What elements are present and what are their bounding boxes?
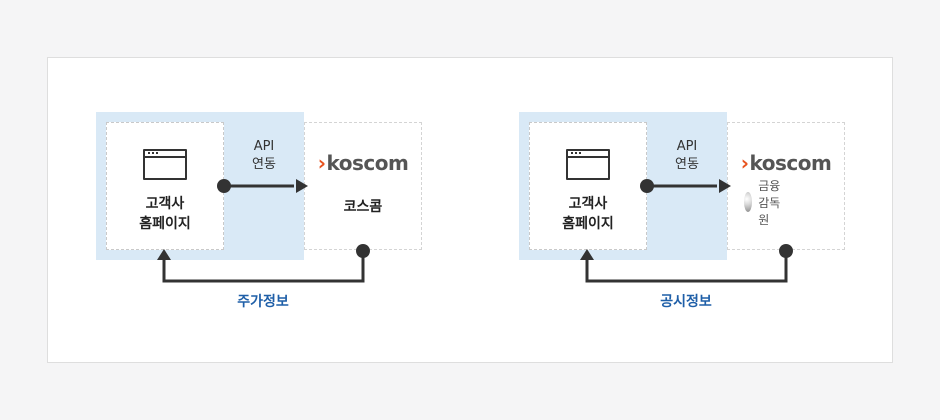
api-arrowhead bbox=[719, 179, 731, 193]
bottom-label: 주가정보 bbox=[237, 294, 289, 310]
api-label: API 연동 bbox=[655, 138, 719, 174]
api-label-line: API bbox=[676, 139, 698, 154]
browser-window-icon bbox=[566, 149, 610, 180]
client-label-line: 홈페이지 bbox=[562, 216, 614, 232]
client-box bbox=[106, 122, 224, 250]
api-arrow-start-dot bbox=[640, 179, 654, 193]
fss-logo: 금융감독원 bbox=[744, 179, 781, 227]
return-arrow-start-dot bbox=[779, 244, 793, 258]
return-arrow-start-dot bbox=[356, 244, 370, 258]
return-arrowhead bbox=[580, 249, 594, 260]
flow-arrows bbox=[157, 179, 370, 283]
flow-arrows bbox=[580, 179, 793, 283]
diagram-card: 고객사 홈페이지 API 연동 ›koscom 코스콤 주가정보 bbox=[47, 57, 893, 363]
koscom-logo: ›koscom bbox=[317, 151, 409, 175]
client-label-line: 고객사 bbox=[568, 196, 608, 212]
return-arrow bbox=[585, 251, 788, 283]
return-arrow bbox=[162, 251, 365, 283]
api-arrow-start-dot bbox=[217, 179, 231, 193]
client-label-line: 고객사 bbox=[145, 196, 185, 212]
partner-box bbox=[727, 122, 845, 250]
fss-logo-text: 금융감독원 bbox=[758, 178, 781, 227]
return-arrowhead bbox=[157, 249, 171, 260]
client-box bbox=[529, 122, 647, 250]
client-label: 고객사 홈페이지 bbox=[106, 194, 224, 234]
koscom-chevron-icon: › bbox=[317, 151, 326, 175]
api-label-line: 연동 bbox=[252, 157, 276, 172]
client-label-line: 홈페이지 bbox=[139, 216, 191, 232]
koscom-chevron-icon: › bbox=[740, 151, 749, 175]
client-label: 고객사 홈페이지 bbox=[529, 194, 647, 234]
koscom-logo: ›koscom bbox=[740, 151, 832, 175]
api-label-line: 연동 bbox=[675, 157, 699, 172]
browser-window-icon bbox=[143, 149, 187, 180]
fss-emblem-icon bbox=[744, 192, 753, 212]
api-arrowhead bbox=[296, 179, 308, 193]
api-label-line: API bbox=[253, 139, 275, 154]
partner-label: 코스콤 bbox=[343, 199, 383, 215]
bottom-label: 공시정보 bbox=[660, 294, 712, 310]
api-label: API 연동 bbox=[232, 138, 296, 174]
